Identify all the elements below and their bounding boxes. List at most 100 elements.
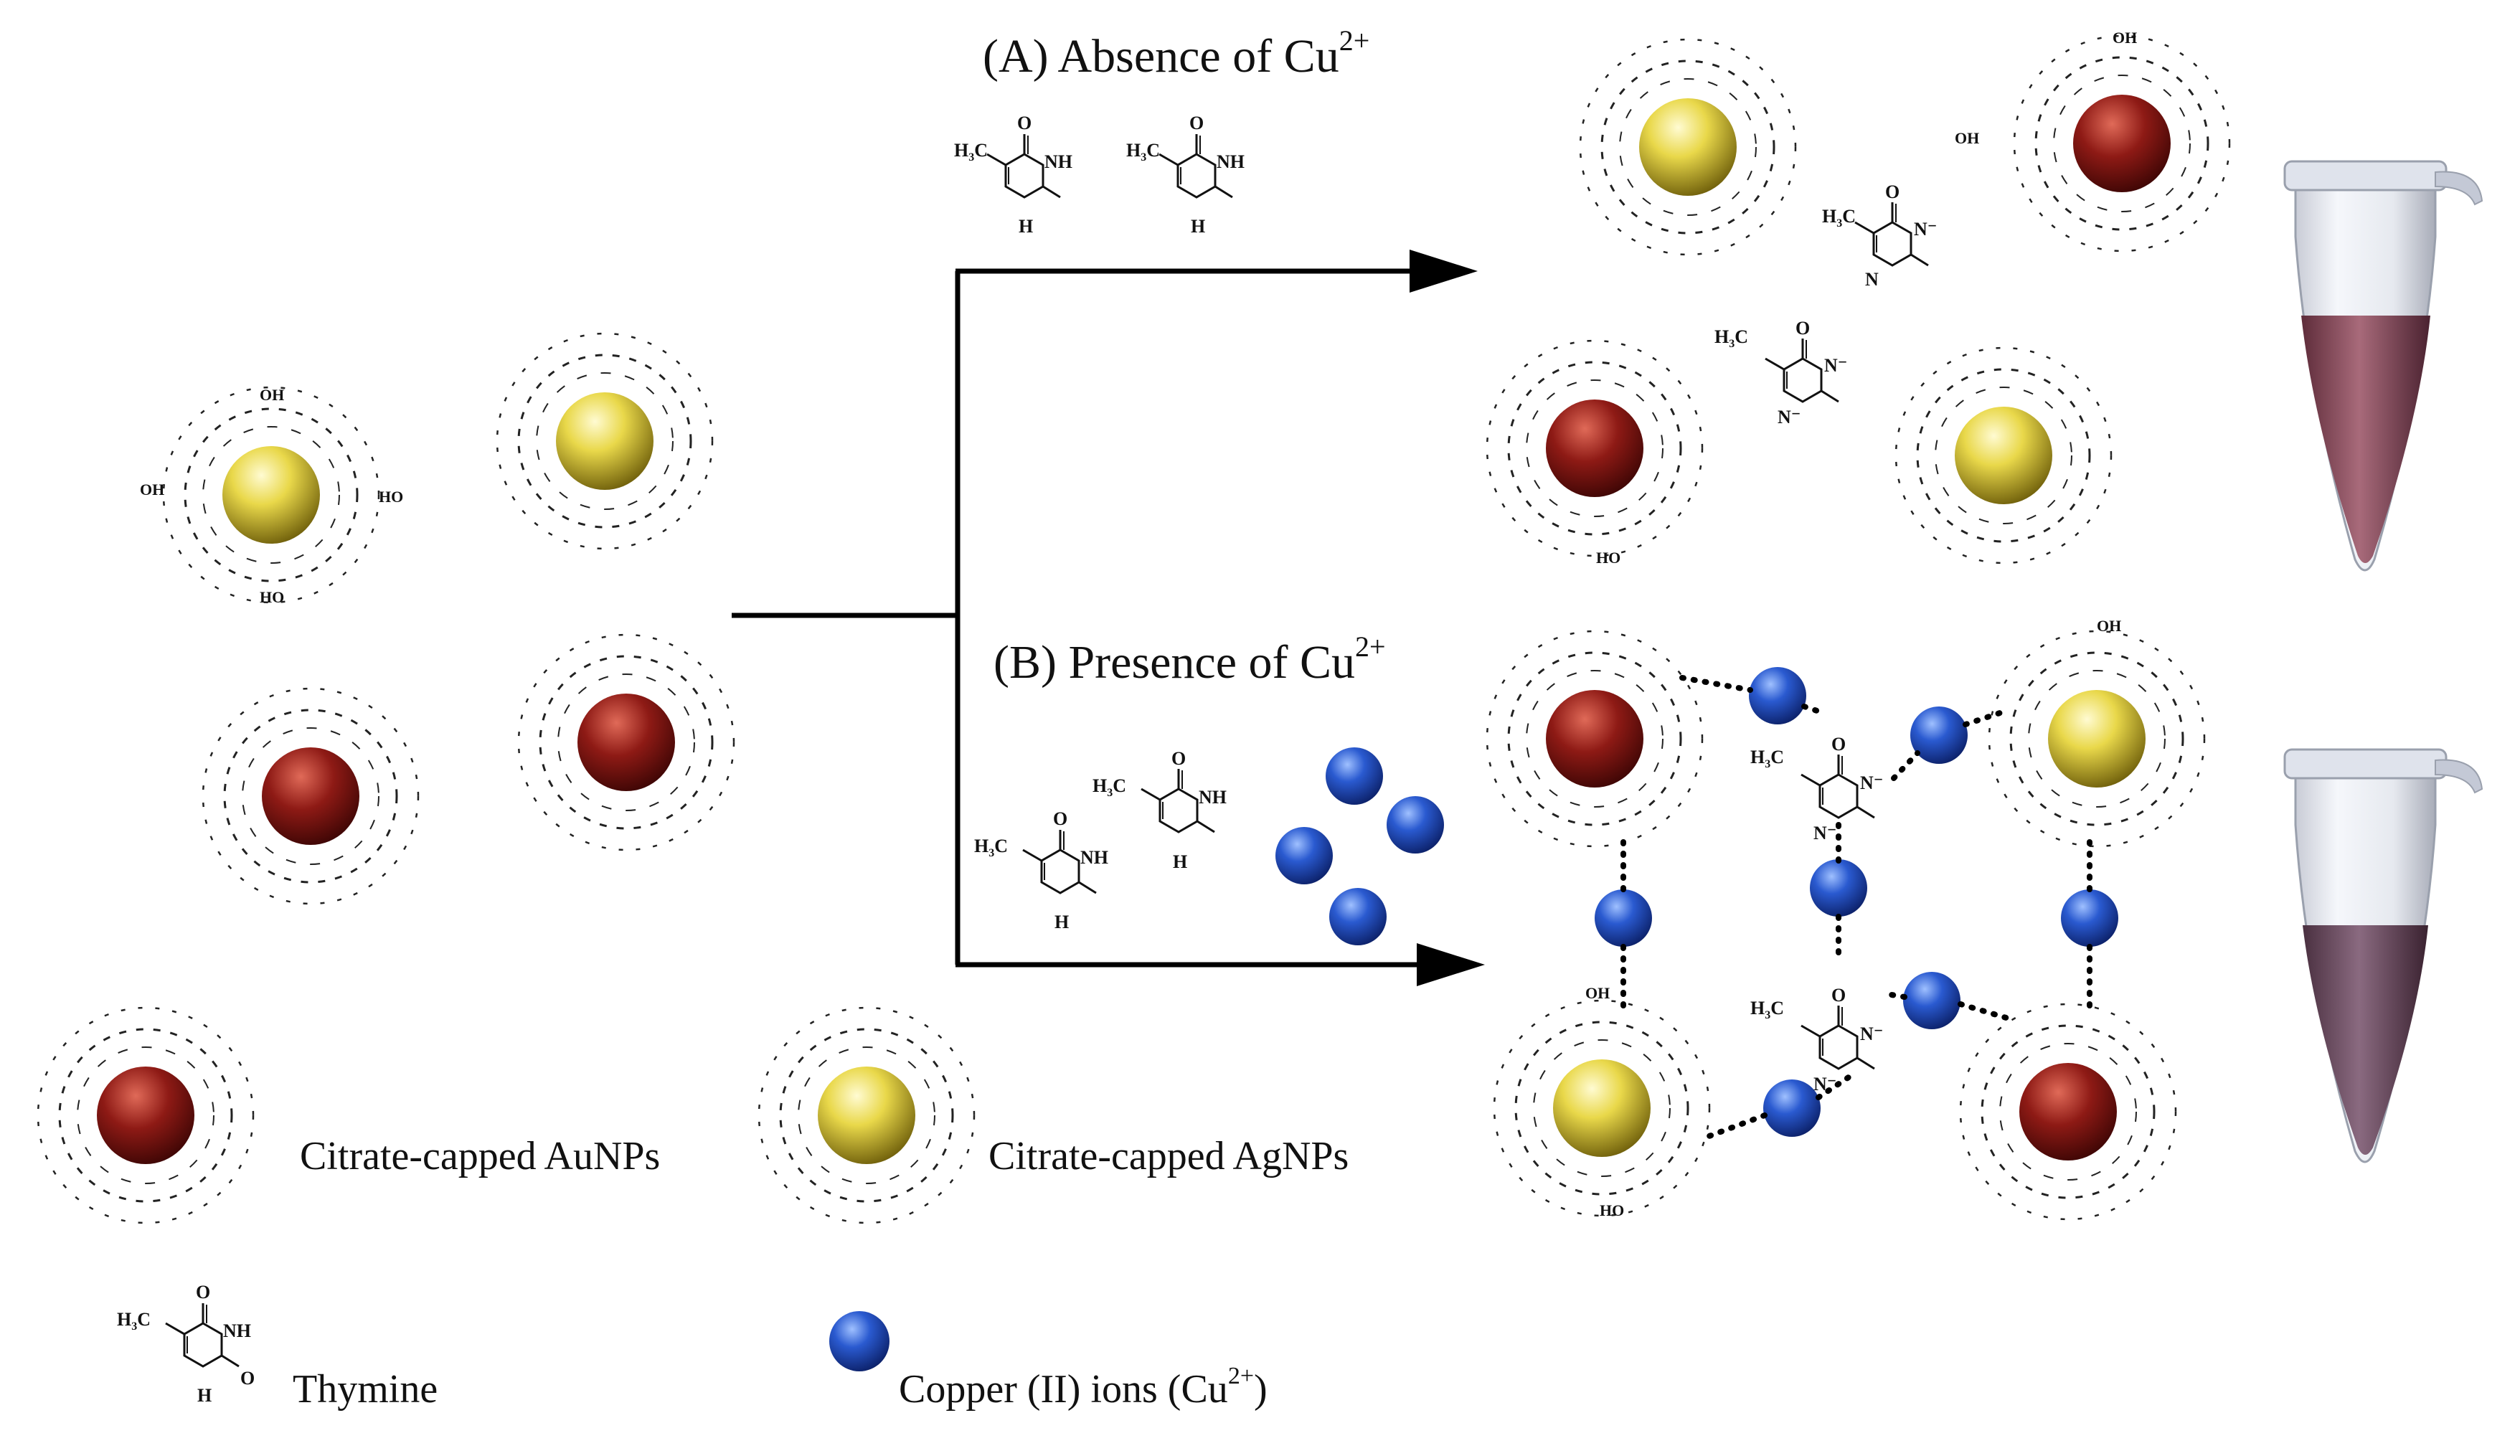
aunp-b-1 — [1486, 630, 1704, 848]
aunp-a-1 — [2013, 34, 2231, 252]
red-nanoparticle-icon — [1546, 690, 1643, 788]
svg-text:N⁻: N⁻ — [1860, 772, 1884, 793]
blue-copper-ion-icon — [1275, 827, 1333, 884]
aunp-left-1 — [202, 687, 420, 905]
arrow-a-head — [1410, 250, 1478, 293]
arrow-b-head — [1417, 943, 1485, 986]
svg-text:O: O — [1171, 748, 1186, 769]
blue-copper-ion-icon — [1595, 889, 1652, 947]
legend-aunp-label: Citrate-capped AuNPs — [300, 1134, 660, 1178]
blue-copper-ion-icon — [1903, 972, 1960, 1029]
agnp-left-1 — [162, 386, 380, 604]
svg-text:H: H — [1173, 851, 1187, 872]
red-nanoparticle-icon — [577, 694, 675, 791]
aunp-a-2 — [1486, 339, 1704, 557]
yellow-nanoparticle-icon — [1553, 1059, 1651, 1157]
legend-thymine-label: Thymine — [293, 1367, 438, 1412]
svg-text:H3C: H3C — [1750, 998, 1784, 1021]
svg-text:H3C: H3C — [1714, 326, 1748, 350]
svg-text:NH: NH — [1044, 151, 1072, 172]
blue-copper-ion-icon — [1749, 667, 1806, 724]
svg-text:H3C: H3C — [117, 1309, 151, 1333]
tube-a — [2283, 160, 2483, 572]
svg-text:O: O — [1831, 985, 1846, 1006]
svg-text:N⁻: N⁻ — [1813, 1074, 1837, 1095]
nanoparticles — [37, 34, 2231, 1224]
svg-text:NH: NH — [223, 1320, 251, 1341]
svg-text:H3C: H3C — [1822, 206, 1856, 230]
svg-text:OH: OH — [2097, 617, 2121, 635]
svg-text:NH: NH — [1199, 787, 1227, 808]
svg-text:O: O — [1189, 113, 1204, 133]
blue-copper-ion-icon — [1326, 747, 1383, 805]
svg-text:N⁻: N⁻ — [1824, 355, 1848, 376]
yellow-nanoparticle-icon — [1955, 407, 2052, 504]
legend-agnp-label: Citrate-capped AgNPs — [988, 1134, 1349, 1178]
red-nanoparticle-icon — [2073, 95, 2171, 192]
svg-text:O: O — [1017, 113, 1032, 133]
svg-text:H: H — [1054, 912, 1069, 932]
test-tube-icon — [2283, 160, 2483, 572]
agnp-b-2 — [1493, 999, 1711, 1217]
blue-copper-ion-icon — [1763, 1079, 1821, 1137]
test-tube-icon — [2283, 748, 2483, 1163]
svg-text:H3C: H3C — [1126, 140, 1160, 164]
red-nanoparticle-icon — [1546, 400, 1643, 497]
aunp-left-2 — [517, 633, 735, 851]
svg-text:O: O — [1885, 181, 1900, 202]
svg-text:H: H — [1191, 216, 1205, 237]
svg-text:H3C: H3C — [974, 836, 1008, 859]
svg-text:HO: HO — [1600, 1201, 1624, 1219]
svg-text:H: H — [197, 1385, 212, 1406]
yellow-nanoparticle-icon — [818, 1067, 915, 1164]
reaction-arrows — [732, 250, 1485, 986]
svg-text:HO: HO — [260, 588, 284, 606]
svg-text:HO: HO — [1596, 549, 1620, 567]
svg-text:N⁻: N⁻ — [1860, 1024, 1884, 1044]
blue-copper-ion-icon — [1910, 706, 1968, 764]
svg-text:NH: NH — [1217, 151, 1245, 172]
panel-a-title: (A) Absence of Cu2+ — [983, 24, 1369, 82]
svg-text:OH: OH — [2113, 29, 2137, 47]
svg-text:H: H — [1019, 216, 1033, 237]
svg-text:N: N — [1865, 269, 1879, 290]
svg-text:O: O — [1053, 808, 1067, 829]
svg-text:N⁻: N⁻ — [1914, 219, 1938, 240]
thymine-molecules — [164, 133, 1930, 1368]
aunp-b-2 — [1959, 1003, 2177, 1221]
svg-text:OH: OH — [1585, 984, 1610, 1002]
blue-copper-ion-icon — [1810, 859, 1867, 917]
coordination-bonds — [1620, 675, 2092, 1140]
red-nanoparticle-icon — [2019, 1063, 2117, 1160]
copper-ions — [829, 667, 2118, 1371]
svg-text:NH: NH — [1080, 847, 1108, 868]
yellow-nanoparticle-icon — [222, 446, 320, 544]
legend-aunp-particle — [37, 1006, 255, 1224]
legend-copper-label: Copper (II) ions (Cu2+) — [899, 1363, 1268, 1412]
red-nanoparticle-icon — [97, 1067, 194, 1164]
svg-text:N⁻: N⁻ — [1778, 407, 1801, 427]
svg-text:HO: HO — [379, 488, 403, 506]
red-nanoparticle-icon — [262, 747, 359, 845]
legend-copper-ion — [829, 1311, 889, 1371]
agnp-b-1 — [1988, 630, 2206, 848]
yellow-nanoparticle-icon — [556, 392, 653, 490]
citrate-labels: OH OH HO HO OH OH HO OH OH HO — [140, 29, 2137, 1219]
thymine-labels: O NH H H3C O NH H H3C O N⁻ N H3C O N⁻ N⁻… — [117, 113, 1938, 1406]
agnp-a-2 — [1894, 346, 2113, 564]
yellow-nanoparticle-icon — [1639, 98, 1737, 196]
svg-text:OH: OH — [140, 481, 164, 498]
svg-text:N⁻: N⁻ — [1813, 823, 1837, 843]
svg-text:O: O — [240, 1368, 255, 1389]
svg-text:OH: OH — [260, 386, 284, 404]
svg-text:H3C: H3C — [1093, 775, 1126, 799]
blue-copper-ion-icon — [2061, 889, 2118, 947]
svg-text:O: O — [196, 1282, 210, 1303]
svg-text:O: O — [1831, 734, 1846, 755]
svg-text:OH: OH — [1955, 129, 1979, 147]
panel-b-title: (B) Presence of Cu2+ — [994, 630, 1386, 689]
agnp-a-1 — [1579, 38, 1797, 256]
tube-b — [2283, 748, 2483, 1163]
blue-copper-ion-icon — [1329, 888, 1387, 945]
